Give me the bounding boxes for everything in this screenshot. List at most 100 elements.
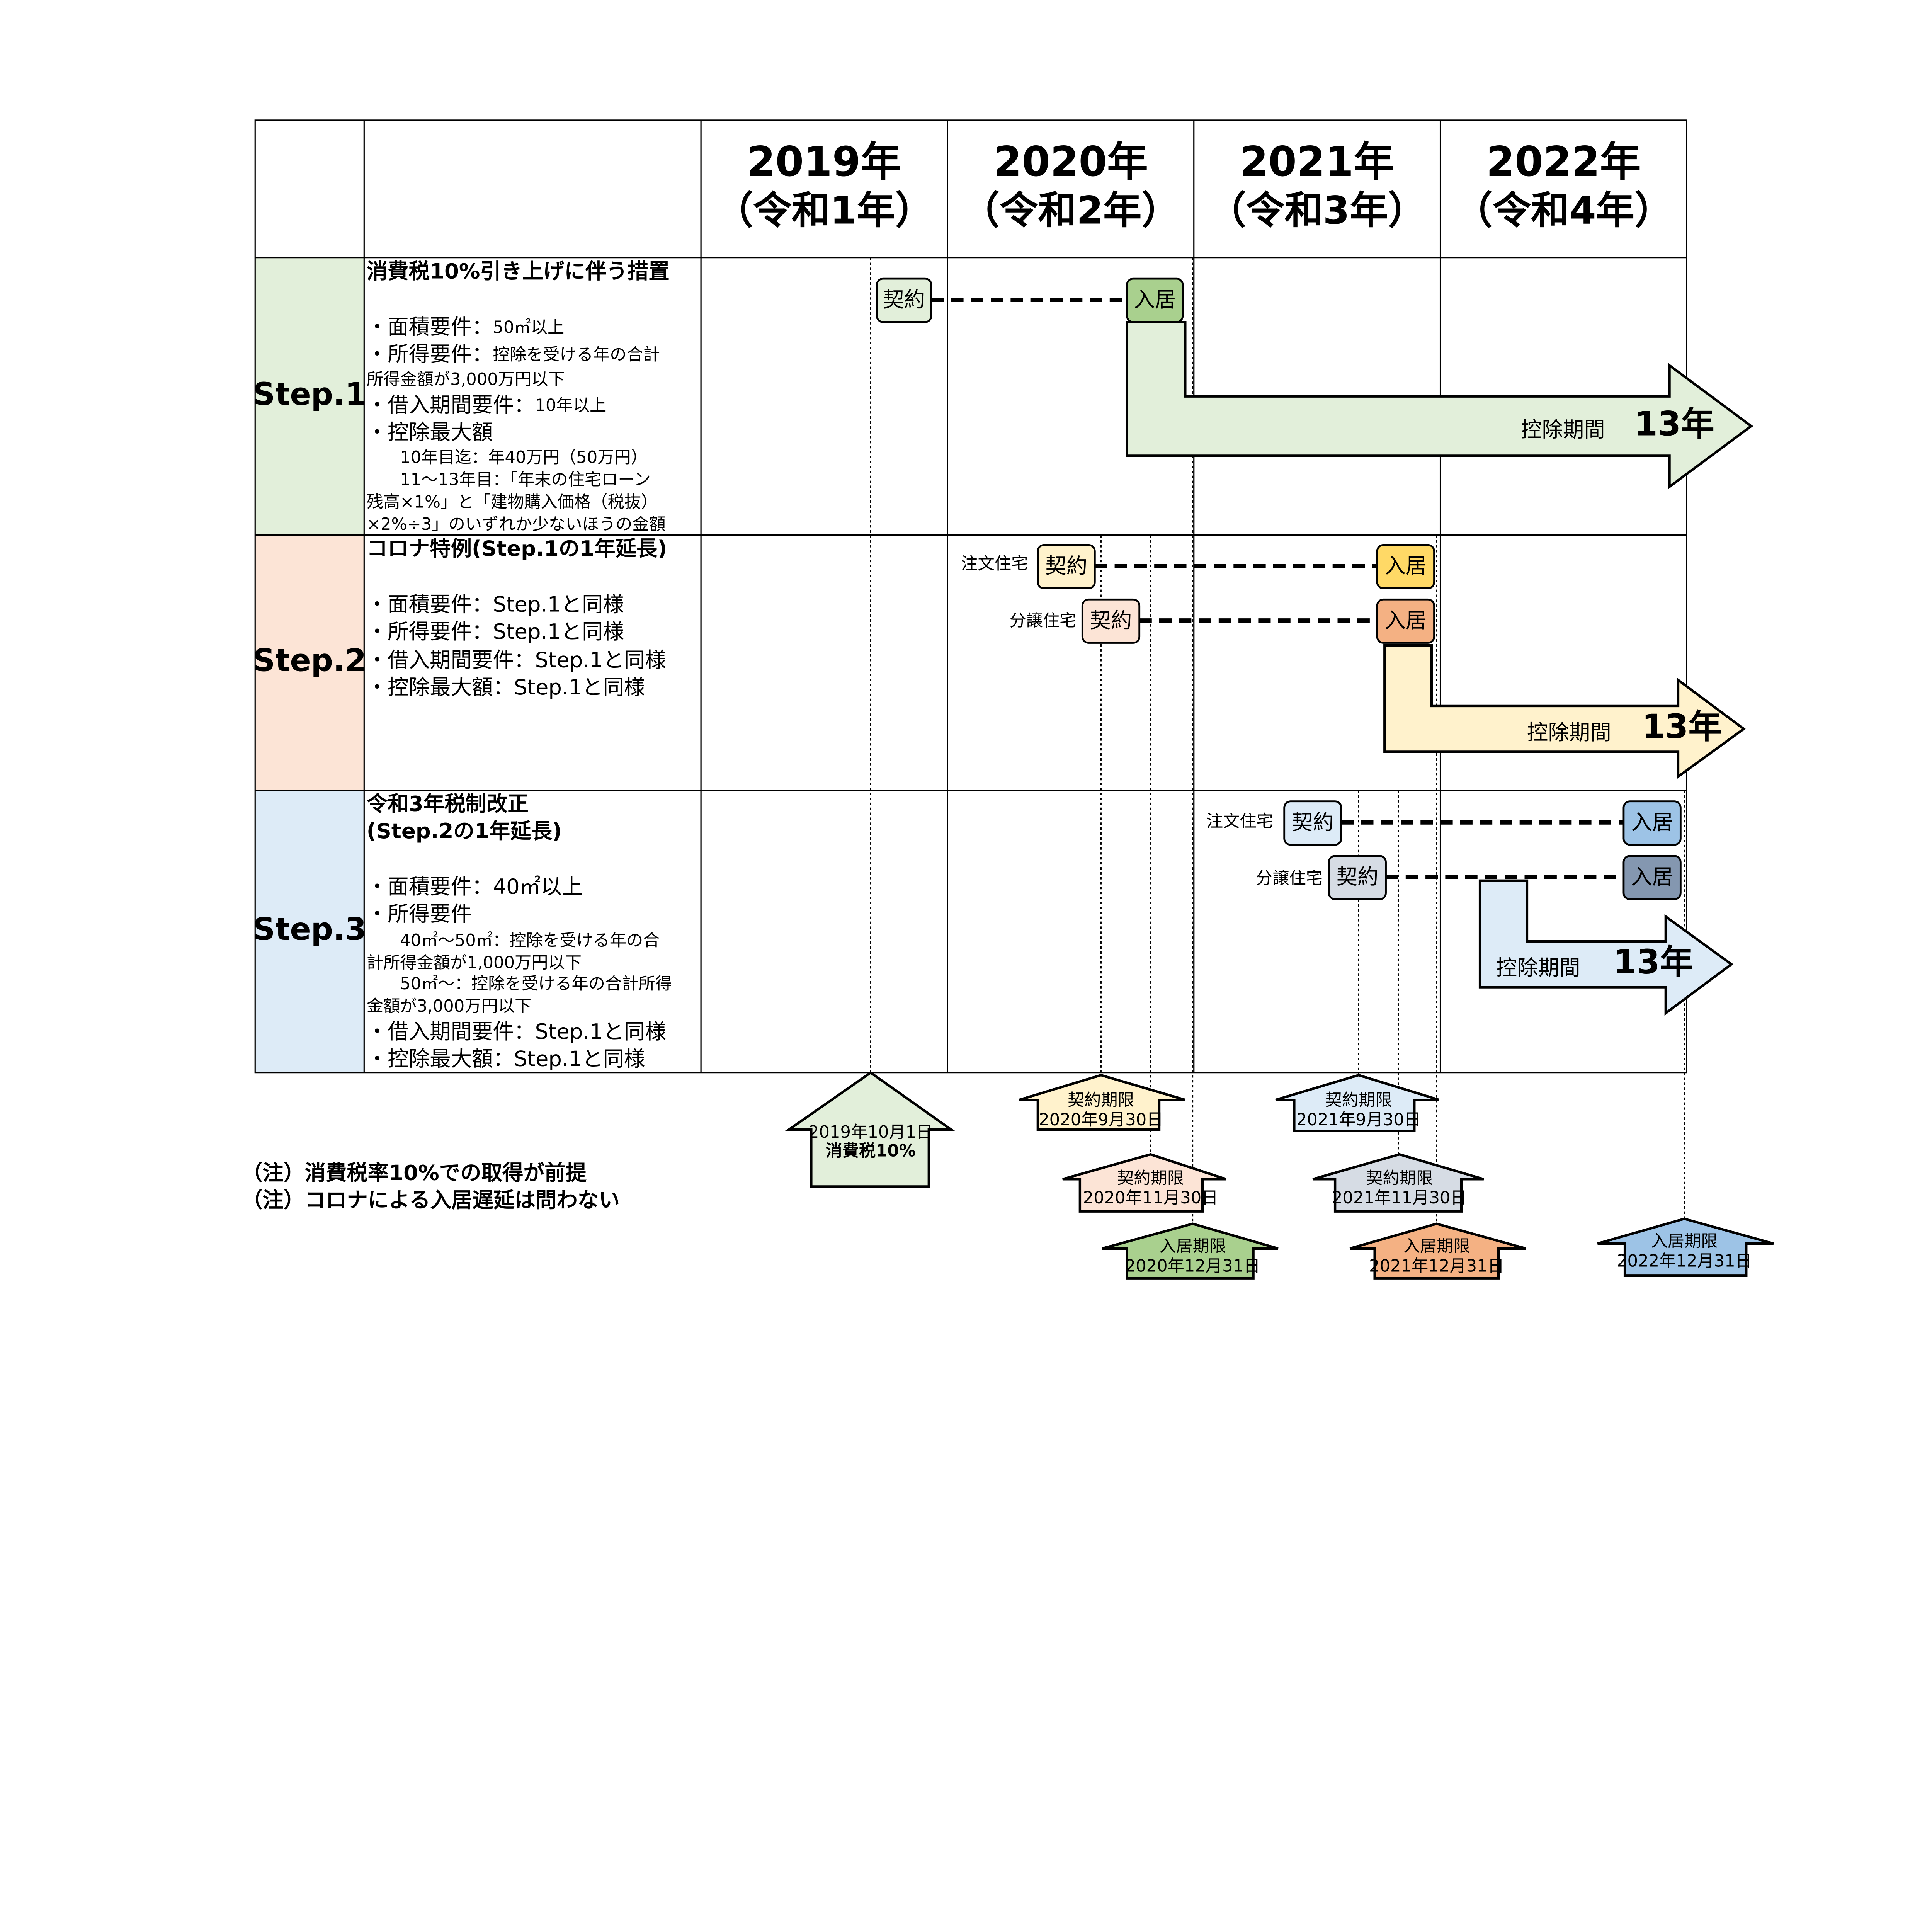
sale-house-label: 分譲住宅: [1256, 869, 1323, 888]
move-in-box: [1376, 544, 1435, 589]
table-border: [254, 119, 1687, 1074]
step-title: (Step.2の1年延長): [367, 818, 562, 843]
move-in-box: [1622, 855, 1682, 900]
requirement-line: ・借入期間要件：Step.1と同様: [367, 648, 666, 672]
move-in-box-label: 入居: [1384, 553, 1427, 578]
move-in-box: [1622, 800, 1682, 846]
step-title: コロナ特例(Step.1の1年延長): [367, 536, 667, 561]
deadline-title: 契約期限: [1117, 1169, 1184, 1188]
requirement-line: ・控除最大額：Step.1と同様: [367, 675, 645, 699]
requirement-line: ・面積要件：40㎡以上: [367, 874, 583, 899]
contract-box-label: 契約: [1045, 553, 1087, 578]
contract-box-label: 契約: [1336, 864, 1378, 889]
contract-box: [876, 277, 932, 323]
requirement-line: 10年目迄：年40万円（50万円）: [367, 448, 648, 467]
requirement-line: ・所得要件：控除を受ける年の合計: [367, 342, 660, 366]
deadline-date: 2020年9月30日: [1039, 1110, 1163, 1130]
footnote: （注）コロナによる入居遅延は問わない: [242, 1188, 620, 1212]
requirement-detail: 40㎡～50㎡：控除を受ける年の合: [367, 931, 660, 950]
step-label-cell: [255, 535, 364, 790]
deadline-date: 2021年12月31日: [1369, 1256, 1504, 1276]
deadline-arrow: [1102, 1222, 1279, 1280]
deduction-years-label: 13年: [1642, 708, 1722, 746]
requirement-label: ・所得要件: [367, 902, 472, 926]
move-in-box-label: 入居: [1384, 608, 1427, 633]
requirement-detail: 金額が3,000万円以下: [367, 996, 532, 1016]
year-header: 2022年: [1486, 138, 1641, 185]
requirement-line: 40㎡～50㎡：控除を受ける年の合: [367, 931, 660, 950]
requirement-detail: 残高×1%」と「建物購入価格（税抜）: [367, 492, 658, 512]
requirement-line: ・面積要件：Step.1と同様: [367, 592, 624, 616]
deduction-period-label: 控除期間: [1527, 720, 1611, 745]
requirement-label: ・控除最大額: [367, 420, 493, 444]
requirement-line: ・所得要件：Step.1と同様: [367, 619, 624, 644]
requirement-label: ・借入期間要件：Step.1と同様: [367, 648, 666, 672]
deduction-period-label: 控除期間: [1496, 955, 1580, 980]
deadline-title: 契約期限: [1325, 1091, 1392, 1110]
step-label: Step.2: [253, 643, 366, 679]
requirement-line: ・面積要件：50㎡以上: [367, 314, 565, 339]
requirement-line: ・控除最大額：Step.1と同様: [367, 1046, 645, 1071]
deadline-date: 2021年9月30日: [1296, 1110, 1421, 1130]
move-in-box-label: 入居: [1631, 810, 1673, 835]
requirement-label: ・面積要件：40㎡以上: [367, 874, 583, 899]
requirement-detail: 10年以上: [535, 396, 606, 415]
deadline-date: 2021年11月30日: [1332, 1188, 1467, 1208]
deadline-arrow: [1275, 1074, 1440, 1132]
move-in-box: [1126, 277, 1184, 323]
contract-box: [1328, 855, 1387, 900]
requirement-line: 残高×1%」と「建物購入価格（税抜）: [367, 492, 658, 512]
deduction-years-label: 13年: [1613, 943, 1693, 982]
contract-box: [1283, 800, 1342, 846]
requirement-detail: 所得金額が3,000万円以下: [367, 369, 565, 389]
requirement-label: ・控除最大額：Step.1と同様: [367, 1046, 645, 1071]
year-header: 2021年: [1240, 138, 1395, 185]
move-in-box-label: 入居: [1631, 864, 1673, 889]
deadline-title: 2019年10月1日: [808, 1123, 933, 1142]
move-in-box: [1376, 598, 1435, 644]
contract-box: [1081, 598, 1141, 644]
contract-box: [1037, 544, 1096, 589]
requirement-line: ・控除最大額: [367, 420, 493, 444]
deadline-title: 入居期限: [1159, 1237, 1226, 1256]
deduction-period-arrow: [1383, 644, 1746, 779]
requirement-line: 所得金額が3,000万円以下: [367, 369, 565, 389]
requirement-detail: 50㎡以上: [493, 318, 565, 337]
deadline-date: 消費税10%: [826, 1141, 916, 1160]
deadline-arrow: [1019, 1074, 1186, 1131]
deadline-arrow: [1349, 1222, 1526, 1280]
requirement-label: ・借入期間要件：Step.1と同様: [367, 1019, 666, 1044]
sale-house-label: 分譲住宅: [1009, 611, 1076, 630]
requirement-label: ・控除最大額：Step.1と同様: [367, 675, 645, 699]
requirement-label: ・借入期間要件：: [367, 392, 535, 417]
order-house-label: 注文住宅: [1206, 812, 1273, 831]
requirement-label: ・所得要件：: [367, 342, 493, 366]
requirement-detail: ×2%÷3」のいずれか少ないほうの金額: [367, 514, 666, 534]
requirement-line: 50㎡～：控除を受ける年の合計所得: [367, 974, 672, 994]
deadline-arrow: [1597, 1217, 1774, 1277]
step-label: Step.3: [253, 911, 366, 947]
footnote: （注）消費税率10%での取得が前提: [242, 1160, 587, 1185]
deadline-date: 2022年12月31日: [1617, 1252, 1752, 1271]
requirement-line: ×2%÷3」のいずれか少ないほうの金額: [367, 514, 666, 534]
deadline-arrow: [1312, 1153, 1484, 1213]
deduction-period-label: 控除期間: [1521, 417, 1605, 442]
era-header: （令和3年）: [1208, 189, 1427, 233]
requirement-detail: 10年目迄：年40万円（50万円）: [367, 448, 648, 467]
move-in-box-label: 入居: [1134, 287, 1176, 312]
deadline-title: 入居期限: [1403, 1237, 1470, 1256]
requirement-line: ・借入期間要件：Step.1と同様: [367, 1019, 666, 1044]
requirement-line: ・借入期間要件：10年以上: [367, 392, 607, 417]
deduction-years-label: 13年: [1634, 405, 1714, 443]
requirement-line: 11～13年目：「年末の住宅ローン: [367, 470, 651, 489]
era-header: （令和4年）: [1454, 189, 1673, 233]
order-house-label: 注文住宅: [961, 554, 1028, 573]
year-header: 2020年: [993, 138, 1148, 185]
requirement-detail: 50㎡～：控除を受ける年の合計所得: [367, 974, 672, 994]
requirement-label: ・面積要件：: [367, 314, 493, 339]
requirement-detail: 11～13年目：「年末の住宅ローン: [367, 470, 651, 489]
deadline-arrow: [785, 1071, 955, 1188]
contract-box-label: 契約: [1292, 810, 1334, 835]
step-title: 消費税10%引き上げに伴う措置: [367, 259, 670, 283]
contract-box-label: 契約: [883, 287, 925, 312]
